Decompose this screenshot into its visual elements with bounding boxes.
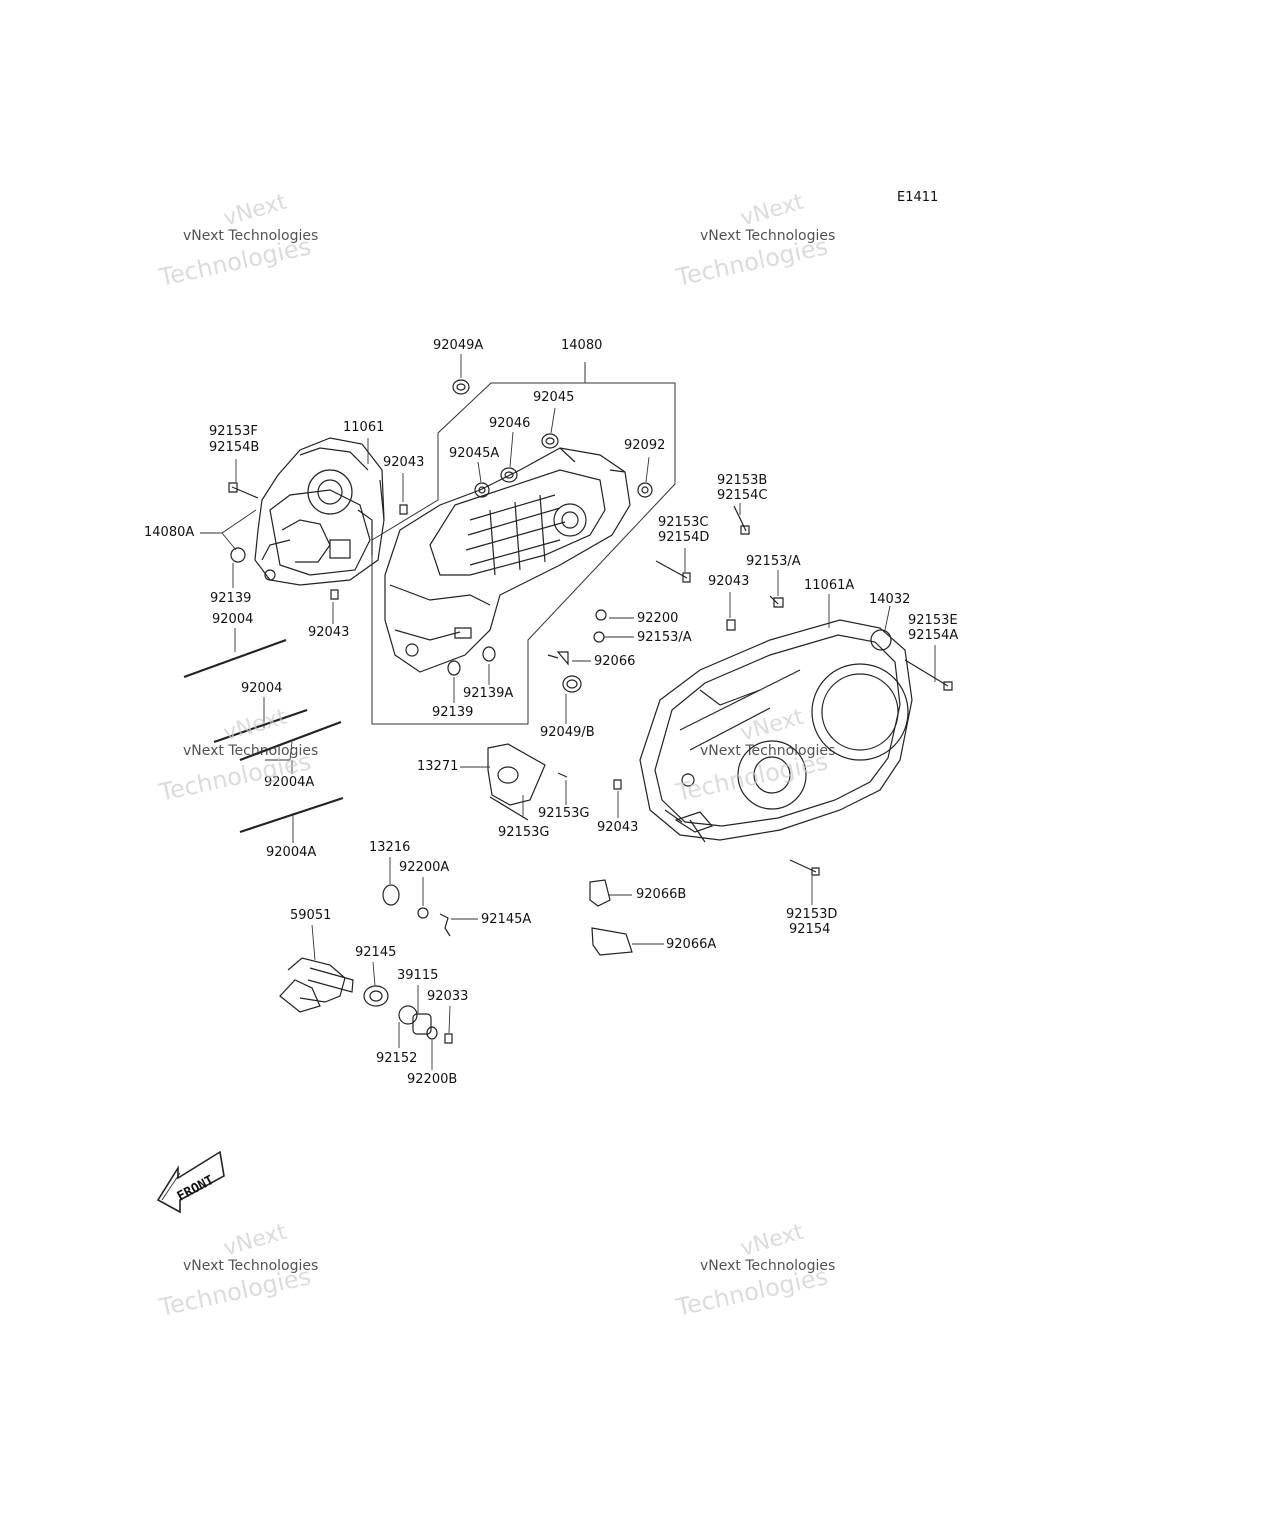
part-label-13216[interactable]: 13216: [369, 840, 411, 855]
part-label-92139A[interactable]: 92139A: [463, 686, 514, 701]
part-label-92004[interactable]: 92004: [212, 612, 254, 627]
part-label-92066[interactable]: 92066: [594, 654, 636, 669]
part-label-92049A[interactable]: 92049A: [433, 338, 484, 353]
part-label-39115[interactable]: 39115: [397, 968, 439, 983]
part-label-92066A[interactable]: 92066A: [666, 937, 717, 952]
part-label-92033[interactable]: 92033: [427, 989, 469, 1004]
part-label-92152[interactable]: 92152: [376, 1051, 418, 1066]
studs: [184, 640, 343, 832]
diagram-code: E1411: [897, 190, 939, 205]
part-label-92066B[interactable]: 92066B: [636, 887, 687, 902]
part-label-92153E[interactable]: 92153E: [908, 613, 958, 628]
rubber-mounts: [590, 880, 632, 955]
part-label-92200A[interactable]: 92200A: [399, 860, 450, 875]
bearings: [231, 380, 652, 692]
part-label-92153D[interactable]: 92153D: [786, 907, 838, 922]
part-label-92153B[interactable]: 92153B: [717, 473, 768, 488]
part-label-92004A[interactable]: 92004A: [266, 845, 317, 860]
part-label-92139[interactable]: 92139: [432, 705, 474, 720]
part-label-92004A[interactable]: 92004A: [264, 775, 315, 790]
part-label-92043[interactable]: 92043: [383, 455, 425, 470]
right-crankcase-14080: [385, 448, 630, 672]
group-bracket-14080: [372, 362, 675, 724]
front-arrow: FRONT: [158, 1152, 224, 1212]
part-label-92200[interactable]: 92200: [637, 611, 679, 626]
part-label-14080A[interactable]: 14080A: [144, 525, 195, 540]
front-text: FRONT: [175, 1173, 217, 1205]
part-label-92043[interactable]: 92043: [597, 820, 639, 835]
part-label-92045A[interactable]: 92045A: [449, 446, 500, 461]
part-label-92153-A-2[interactable]: 92153/A: [637, 630, 692, 645]
part-label-92145A[interactable]: 92145A: [481, 912, 532, 927]
part-label-14032[interactable]: 14032: [869, 592, 911, 607]
leader-lines: [200, 354, 935, 1070]
part-label-92145[interactable]: 92145: [355, 945, 397, 960]
part-label-92045[interactable]: 92045: [533, 390, 575, 405]
part-label-92154C[interactable]: 92154C: [717, 488, 768, 503]
part-label-92092[interactable]: 92092: [624, 438, 666, 453]
part-label-92154B[interactable]: 92154B: [209, 440, 260, 455]
part-label-92139[interactable]: 92139: [210, 591, 252, 606]
part-label-14080[interactable]: 14080: [561, 338, 603, 353]
part-label-92154D[interactable]: 92154D: [658, 530, 710, 545]
part-label-11061A[interactable]: 11061A: [804, 578, 855, 593]
part-label-59051[interactable]: 59051: [290, 908, 332, 923]
part-label-11061[interactable]: 11061: [343, 420, 385, 435]
part-label-13271[interactable]: 13271: [417, 759, 459, 774]
part-label-92154A[interactable]: 92154A: [908, 628, 959, 643]
part-label-92043[interactable]: 92043: [708, 574, 750, 589]
guide-plate-13271: [488, 744, 545, 805]
left-crankcase-14080A: [255, 438, 384, 585]
bolts: [229, 483, 952, 875]
part-label-92043[interactable]: 92043: [308, 625, 350, 640]
part-label-92154[interactable]: 92154: [789, 922, 831, 937]
part-label-92153G[interactable]: 92153G: [498, 825, 550, 840]
outer-cover-14032: [640, 620, 912, 842]
kick-shaft-59051: [280, 885, 452, 1043]
part-label-92004[interactable]: 92004: [241, 681, 283, 696]
part-label-92046[interactable]: 92046: [489, 416, 531, 431]
part-label-92153G[interactable]: 92153G: [538, 806, 590, 821]
part-label-92153F[interactable]: 92153F: [209, 424, 258, 439]
part-label-92200B[interactable]: 92200B: [407, 1072, 458, 1087]
part-label-92153-A[interactable]: 92153/A: [746, 554, 801, 569]
part-label-92153C[interactable]: 92153C: [658, 515, 709, 530]
part-label-92049-B[interactable]: 92049/B: [540, 725, 595, 740]
